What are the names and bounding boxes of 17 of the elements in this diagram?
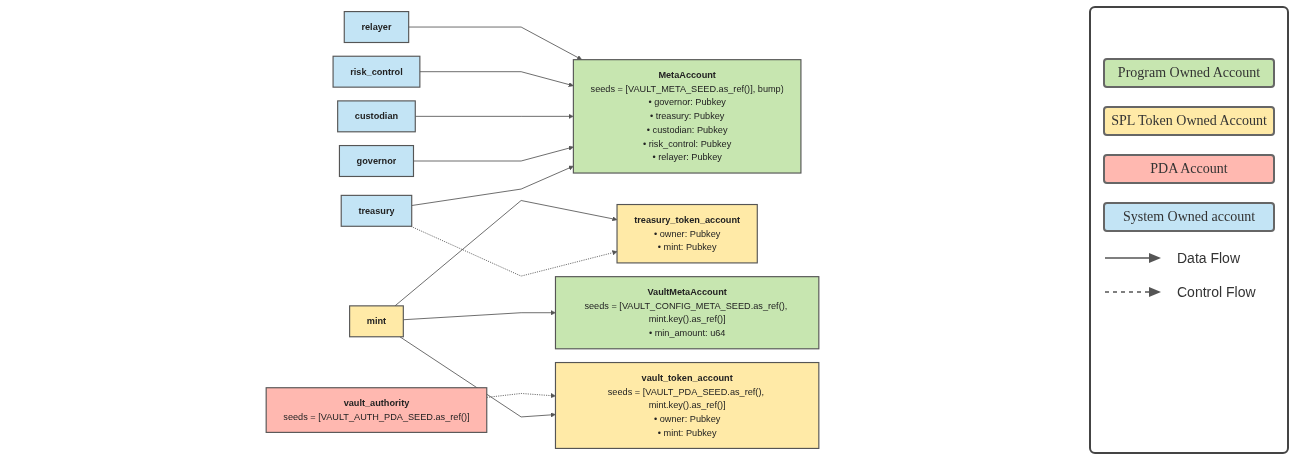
node-box: treasury <box>340 194 413 227</box>
node-box: vault_authority seeds = [VAULT_AUTH_PDA_SEED.as_ref()] <box>265 387 488 433</box>
node-box: VaultMetaAccount seeds = [VAULT_CONFIG_META_SEED.as_ref(), mint.key().as_ref()] • min_amount: u64 <box>554 276 820 350</box>
legend-swatch: System Owned account <box>1103 202 1275 232</box>
node-box: MetaAccount seeds = [VAULT_META_SEED.as_ref()], bump) • governor: Pubkey • treasury: Pubkey • custodian: Pubkey • risk_control: Pubkey • relayer: Pubkey <box>572 59 802 174</box>
node-box: governor <box>338 144 415 178</box>
node-box: vault_token_account seeds = [VAULT_PDA_SEED.as_ref(), mint.key().as_ref()] • owner: Pubkey • mint: Pubkey <box>554 361 820 449</box>
node-box: risk_control <box>332 55 421 88</box>
legend-swatch: SPL Token Owned Account <box>1103 106 1275 136</box>
node-box: custodian <box>337 100 416 133</box>
legend-label: Data Flow <box>1177 250 1241 266</box>
node-box: mint <box>349 305 404 338</box>
legend-swatch: Program Owned Account <box>1103 58 1275 88</box>
legend-label: Control Flow <box>1177 284 1256 300</box>
legend-swatch: PDA Account <box>1103 154 1275 184</box>
node-box: relayer <box>343 11 410 44</box>
node-box: treasury_token_account • owner: Pubkey • mint: Pubkey <box>616 203 758 264</box>
